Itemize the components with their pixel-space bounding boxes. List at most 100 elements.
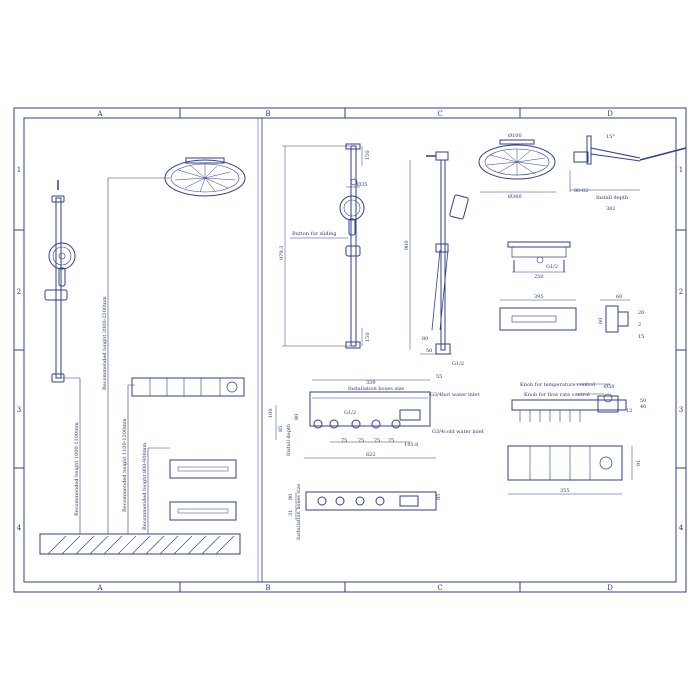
body-width-dim: 339 xyxy=(366,380,376,386)
height-label-head: Recommended height 2000-2200mm xyxy=(102,296,108,390)
shelf-box-upper xyxy=(169,459,237,479)
body-cold-label: G3/4cold water inlet xyxy=(432,429,484,435)
slide-small-dim: 50 xyxy=(426,348,432,354)
knobs-side-view xyxy=(511,383,627,422)
knob-dia: Ø50 xyxy=(604,383,614,390)
panel-front-labels: 395 xyxy=(534,294,544,300)
column-label-top: A xyxy=(96,110,103,118)
slide-rail xyxy=(55,197,62,379)
knob-temp-label: Knob for temperature control xyxy=(520,382,595,388)
body-bottom-label: Installation boxes size xyxy=(296,484,302,540)
body-spacing-dim: 75 xyxy=(374,438,380,444)
body-bottom-dim: 80 xyxy=(288,494,294,500)
head-top-dim: Ø100 xyxy=(508,132,522,139)
slide-bottom-dim: 150 xyxy=(365,332,371,342)
rail-top-cap xyxy=(51,195,65,203)
panel-side-dim: 60 xyxy=(616,294,622,300)
column-label-top: C xyxy=(437,110,442,118)
height-labels: Recommended height 2000-2200mm Recommend… xyxy=(74,296,148,530)
row-label-right: 4 xyxy=(679,524,684,532)
knobs-labels: Knob for temperature control Knob for fl… xyxy=(520,382,646,414)
valve-width-dim: 250 xyxy=(534,274,544,280)
slide-side-labels: 900 G1/2 50 55 80 xyxy=(404,240,464,380)
head-shower-nozzles xyxy=(174,164,236,193)
row-label-right: 3 xyxy=(679,406,683,414)
control-panel-bottom-view xyxy=(507,445,633,495)
hand-shower-handle xyxy=(58,267,66,287)
slider xyxy=(345,245,361,257)
body-spacing-dim: 75 xyxy=(358,438,364,444)
height-label-shelf: Recommended height 800-900mm xyxy=(142,443,148,530)
column-label-bottom: A xyxy=(96,584,103,592)
floor-block xyxy=(39,533,241,555)
row-label-left: 2 xyxy=(17,288,21,296)
knob-side-dim: 50 xyxy=(640,398,646,404)
arm-install-dim: 80-82 xyxy=(574,188,588,194)
body-bottom-dim: 31 xyxy=(288,510,294,516)
panel-front-view xyxy=(499,299,577,331)
drawing-frame xyxy=(13,107,687,593)
slide-span-dim: 900 xyxy=(404,240,410,250)
body-hot-label: G3/4hot water inlet xyxy=(430,392,479,398)
slide-bar-detail xyxy=(282,143,365,349)
body-depth-dim: 80 xyxy=(294,414,300,420)
knob-side-dim: 40 xyxy=(640,404,646,410)
row-label-left: 4 xyxy=(17,524,22,532)
arm-install-label: Install depth xyxy=(596,195,629,201)
body-depth-label: Install depth xyxy=(286,423,292,456)
panel-side-labels: 60 20 60 2 15 xyxy=(598,294,644,340)
column-label-top: D xyxy=(607,110,613,118)
rail-bottom-cap xyxy=(51,373,65,383)
slide-button-label: Button for sliding xyxy=(292,231,337,237)
shower-arm-side-view xyxy=(569,135,687,192)
floor-hatching xyxy=(47,535,235,555)
panel-bottom-width: 355 xyxy=(560,488,570,494)
height-label-panel: Recommended height 1100-1200mm xyxy=(122,418,128,512)
row-label-right: 2 xyxy=(679,288,683,296)
slide-top-dim: 150 xyxy=(365,150,371,160)
body-total-dim: 622 xyxy=(366,452,376,458)
panel-bottom-height: 91 xyxy=(636,460,642,466)
body-depth-dim: 100 xyxy=(268,408,274,418)
outer-border xyxy=(13,107,687,593)
hand-shower-head xyxy=(48,242,76,270)
slider-holder xyxy=(44,289,68,301)
head-shower-labels: Ø100 Ø360 xyxy=(508,132,522,200)
wall-control-panel xyxy=(131,377,245,397)
slide-g-thread: G1/2 xyxy=(452,361,464,367)
panel-side-dim: 20 xyxy=(638,310,644,316)
column-label-bottom: B xyxy=(265,584,270,592)
body-spacing-dim: 75 xyxy=(341,438,347,444)
body-box-label: Installation boxes size xyxy=(348,386,404,392)
height-label-rail: Recommended height 1000-1100mm xyxy=(74,422,80,516)
left-panel-installation-view xyxy=(39,157,246,555)
grid-labels: A B C D A B C D 1 2 3 4 1 2 3 4 xyxy=(17,110,684,592)
body-offset-dim: 145.8 xyxy=(404,442,418,448)
slide-small-dim: 80 xyxy=(422,336,428,342)
body-bottom-labels: Installation boxes size 80 31 85 xyxy=(288,484,442,540)
slide-hand-shower xyxy=(339,195,365,221)
panel-side-dim: 60 xyxy=(598,318,604,324)
valve-top-labels: 250 G1/2 xyxy=(534,264,558,280)
column-label-bottom: D xyxy=(607,584,613,592)
slide-bar-side-view xyxy=(409,151,469,355)
panel-side-dim: 15 xyxy=(638,334,644,340)
control-panel-bottom-labels: 355 91 xyxy=(560,460,642,494)
row-label-left: 3 xyxy=(17,406,21,414)
knob-flow-label: Knob for flow rate control xyxy=(524,392,590,398)
shelf-box-lower xyxy=(169,501,237,521)
row-label-right: 1 xyxy=(679,166,683,174)
arm-angle: 15° xyxy=(606,134,615,140)
valve-top-view xyxy=(507,241,571,273)
arm-dim: 382 xyxy=(606,206,616,212)
concealed-body-view xyxy=(275,379,436,459)
body-spacing-dim: 75 xyxy=(388,438,394,444)
column-label-top: B xyxy=(265,110,270,118)
body-bottom-dim: 85 xyxy=(436,494,442,500)
column-label-bottom: C xyxy=(437,584,442,592)
body-bottom-view xyxy=(295,491,437,520)
slide-dia-dim: Ø35 xyxy=(357,181,367,188)
body-depth-dim: 85 xyxy=(278,426,284,432)
